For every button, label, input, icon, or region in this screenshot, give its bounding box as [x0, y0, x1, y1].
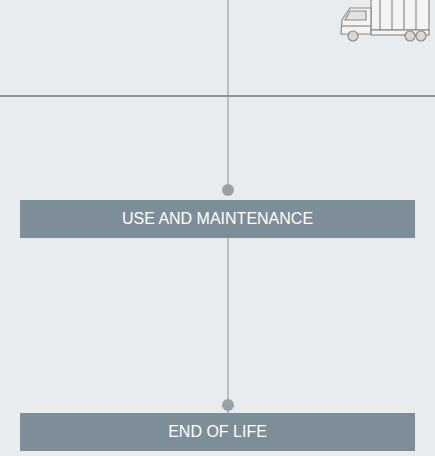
stage-band: END OF LIFE	[20, 413, 415, 451]
truck-icon	[341, 0, 429, 41]
timeline-line	[227, 96, 228, 190]
stage-label: END OF LIFE	[168, 422, 267, 442]
stage-label: USE AND MAINTENANCE	[122, 209, 313, 229]
timeline-connector	[227, 238, 228, 413]
divider-line	[0, 95, 435, 97]
stage-band: USE AND MAINTENANCE	[20, 200, 415, 238]
timeline-line	[227, 0, 228, 96]
timeline-dot	[222, 184, 234, 196]
